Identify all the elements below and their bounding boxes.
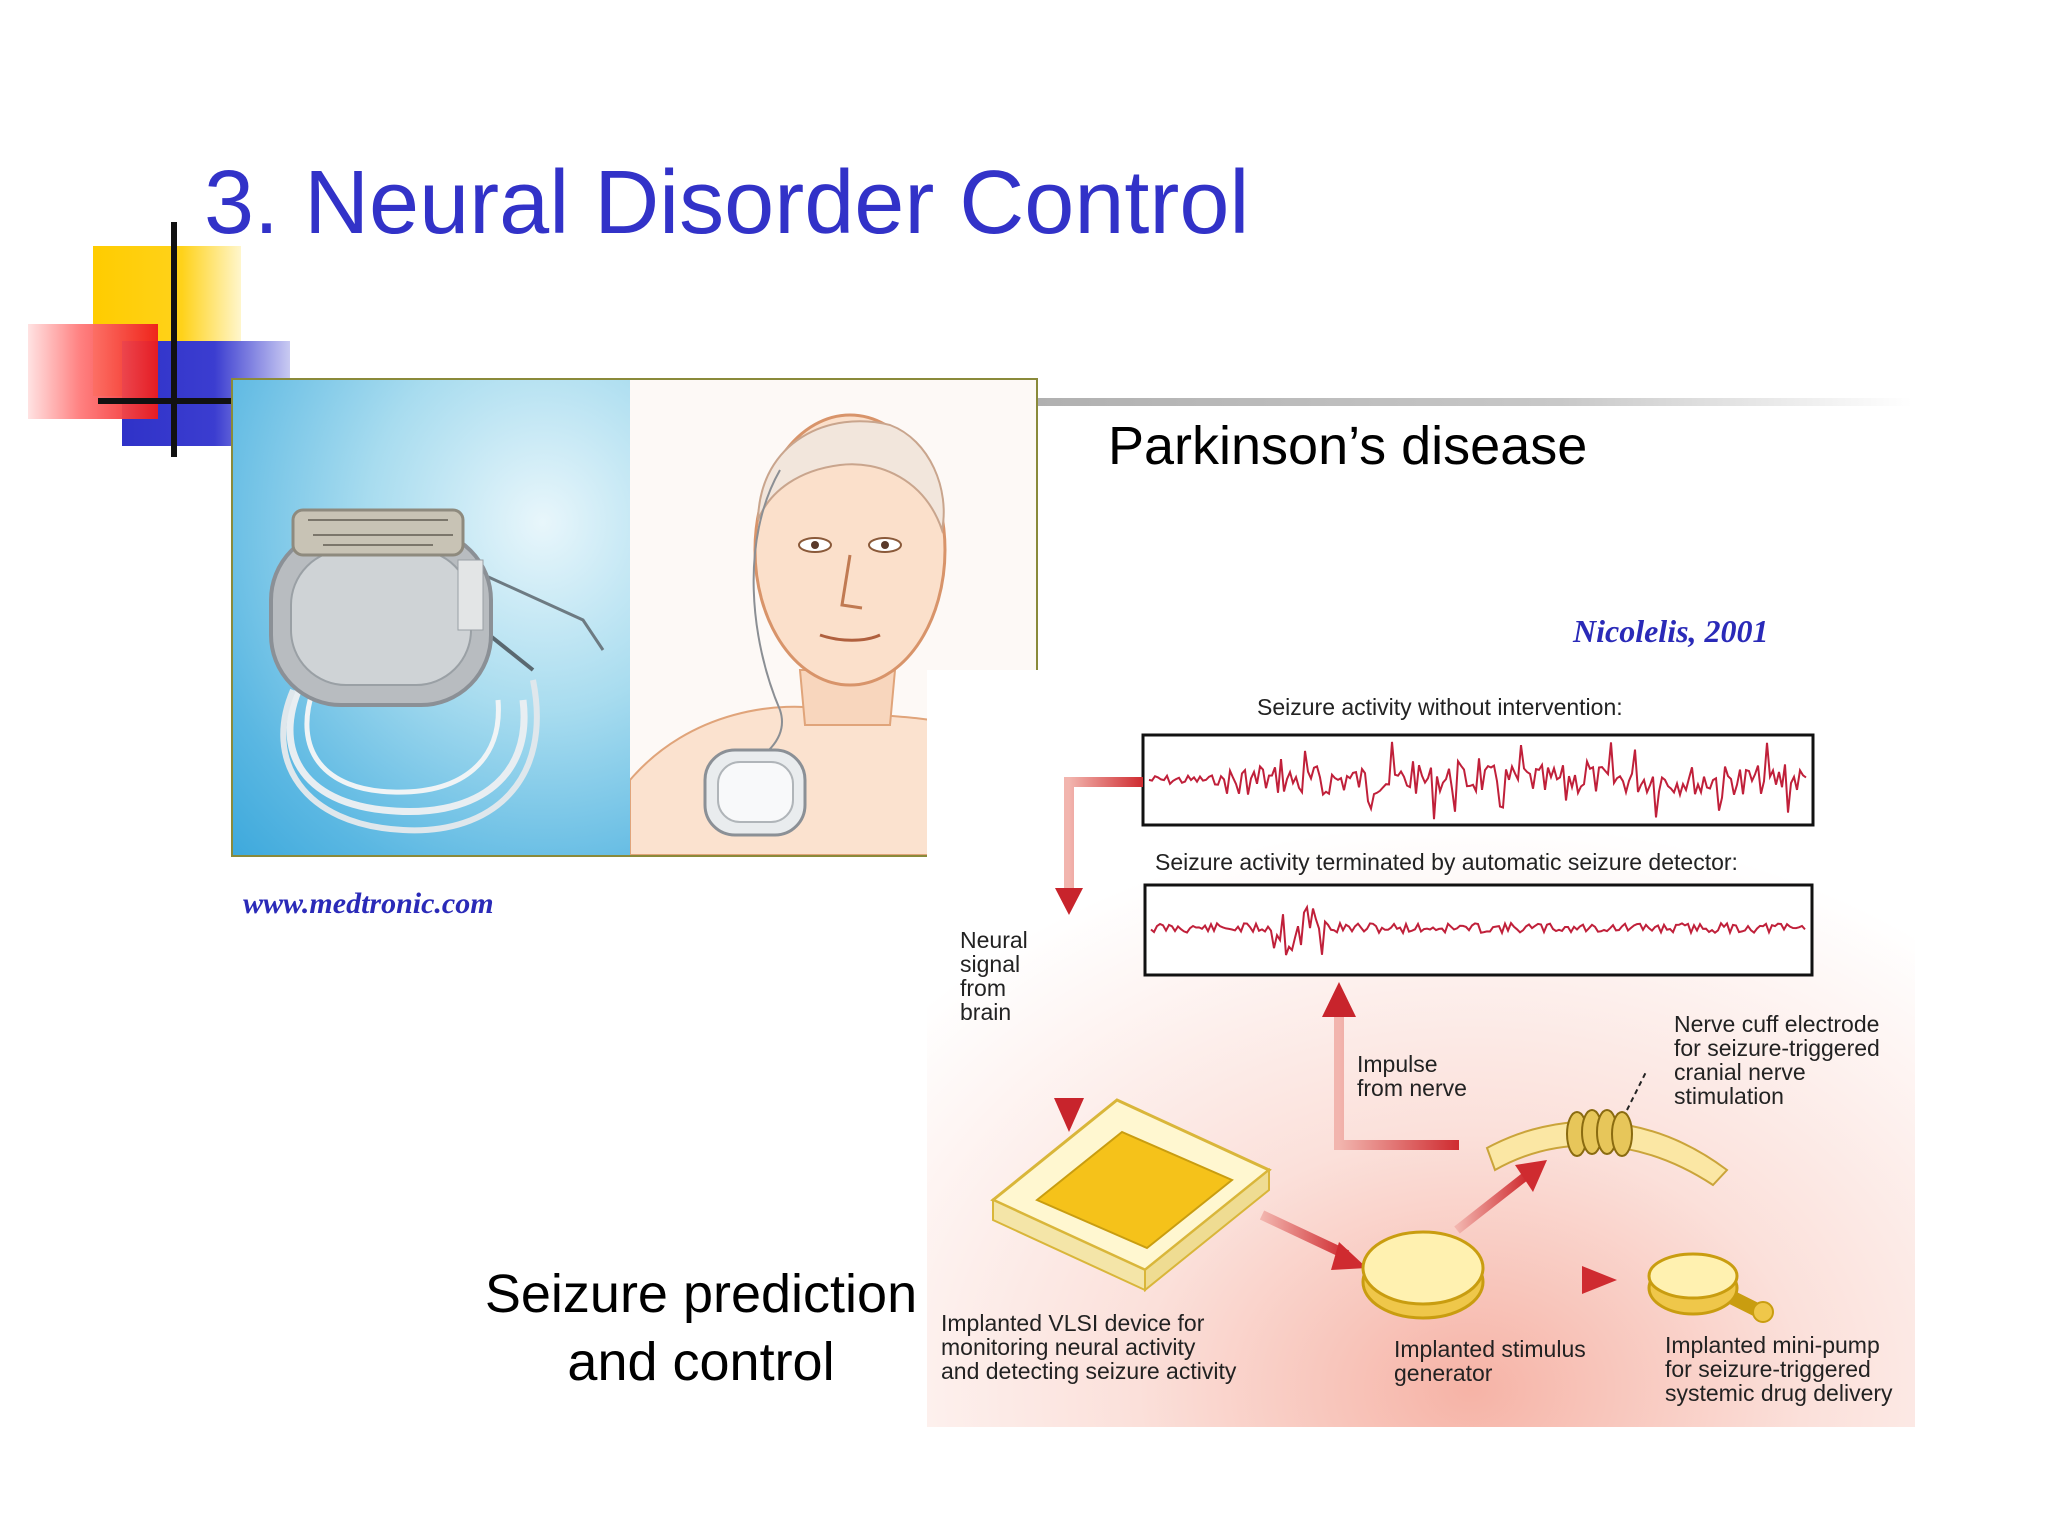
svg-text:for seizure-triggered: for seizure-triggered bbox=[1665, 1356, 1871, 1382]
neurostimulator-photo bbox=[233, 380, 630, 855]
label-neural-signal: Neural signal from brain bbox=[960, 927, 1028, 1025]
decor-horizontal-line bbox=[98, 398, 238, 404]
decor-vertical-line bbox=[171, 222, 177, 457]
trace-bottom-signal bbox=[1150, 904, 1806, 956]
trace-top-label: Seizure activity without intervention: bbox=[1257, 694, 1623, 720]
stimulus-generator bbox=[1361, 1230, 1485, 1320]
svg-text:signal: signal bbox=[960, 951, 1020, 977]
svg-text:Implanted stimulus: Implanted stimulus bbox=[1394, 1336, 1586, 1362]
neurostimulator-illustration bbox=[269, 508, 605, 834]
svg-text:brain: brain bbox=[960, 999, 1011, 1025]
svg-text:from: from bbox=[960, 975, 1006, 1001]
svg-text:Implanted VLSI device for: Implanted VLSI device for bbox=[941, 1310, 1205, 1336]
svg-text:cranial nerve: cranial nerve bbox=[1674, 1059, 1806, 1085]
svg-text:Nerve cuff electrode: Nerve cuff electrode bbox=[1674, 1011, 1879, 1037]
svg-text:stimulation: stimulation bbox=[1674, 1083, 1784, 1109]
mini-pump bbox=[1647, 1252, 1774, 1323]
trace-top-signal bbox=[1148, 741, 1807, 820]
arrow-signal-left bbox=[1064, 777, 1143, 890]
medtronic-citation: www.medtronic.com bbox=[243, 887, 494, 920]
trace-bottom-label: Seizure activity terminated by automatic… bbox=[1155, 849, 1738, 875]
arrow-head-impulse bbox=[1322, 982, 1356, 1017]
svg-text:from nerve: from nerve bbox=[1357, 1075, 1467, 1101]
svg-text:Neural: Neural bbox=[960, 927, 1028, 953]
slide-title: 3. Neural Disorder Control bbox=[204, 153, 1250, 253]
arrow-head-signal-1 bbox=[1055, 888, 1083, 915]
svg-text:monitoring neural activity: monitoring neural activity bbox=[941, 1334, 1196, 1360]
arrow-vlsi-to-generator bbox=[1259, 1210, 1350, 1260]
arrow-head-vlsi bbox=[1331, 1242, 1367, 1270]
arrow-head-pump bbox=[1582, 1266, 1617, 1294]
seizure-heading: Seizure prediction and control bbox=[456, 1260, 946, 1396]
svg-text:Implanted mini-pump: Implanted mini-pump bbox=[1665, 1332, 1880, 1358]
seizure-diagram-svg: Seizure activity without intervention: S… bbox=[927, 670, 1915, 1427]
trace-bottom-box bbox=[1143, 883, 1814, 977]
svg-text:systemic drug delivery: systemic drug delivery bbox=[1665, 1380, 1893, 1406]
svg-text:and detecting seizure activity: and detecting seizure activity bbox=[941, 1358, 1237, 1384]
label-vlsi: Implanted VLSI device for monitoring neu… bbox=[941, 1310, 1237, 1384]
parkinson-heading: Parkinson’s disease bbox=[1108, 416, 1588, 476]
nerve-cuff-electrode bbox=[1485, 1069, 1729, 1187]
arrow-head-cuff bbox=[1515, 1160, 1547, 1192]
label-nerve-cuff: Nerve cuff electrode for seizure-trigger… bbox=[1674, 1011, 1880, 1109]
arrow-impulse bbox=[1334, 1015, 1459, 1150]
decor-red-square bbox=[28, 324, 158, 419]
parkinson-image bbox=[231, 378, 1038, 857]
svg-text:generator: generator bbox=[1394, 1360, 1493, 1386]
title-rule bbox=[1032, 398, 1912, 406]
svg-text:for seizure-triggered: for seizure-triggered bbox=[1674, 1035, 1880, 1061]
vlsi-device bbox=[990, 1098, 1272, 1293]
label-impulse: Impulse from nerve bbox=[1357, 1051, 1467, 1101]
seizure-heading-line-2: and control bbox=[567, 1332, 835, 1392]
nicolelis-citation: Nicolelis, 2001 bbox=[1573, 613, 1769, 649]
arrow-generator-to-cuff bbox=[1454, 1171, 1530, 1234]
seizure-heading-line-1: Seizure prediction bbox=[484, 1264, 918, 1324]
seizure-control-diagram: Seizure activity without intervention: S… bbox=[927, 670, 1915, 1427]
svg-text:Impulse: Impulse bbox=[1357, 1051, 1438, 1077]
label-minipump: Implanted mini-pump for seizure-triggere… bbox=[1665, 1332, 1893, 1406]
label-stimulus: Implanted stimulus generator bbox=[1394, 1336, 1586, 1386]
arrow-head-signal-2 bbox=[1054, 1098, 1084, 1132]
